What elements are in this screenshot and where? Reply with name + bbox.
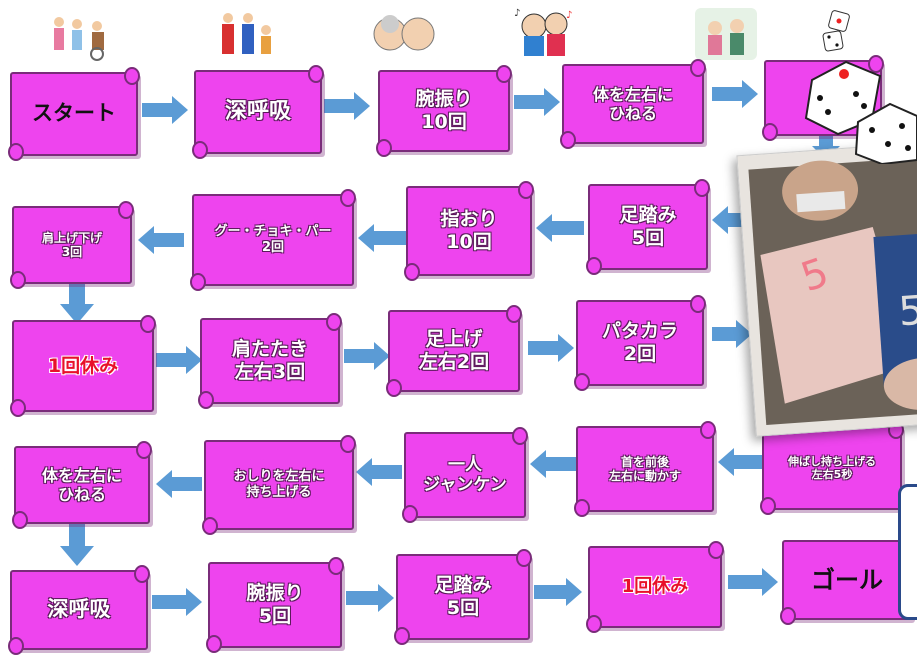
arrow-right-icon	[344, 342, 390, 370]
board-square-twist-2: 体を左右に ひねる	[12, 441, 152, 529]
arrow-down-icon	[60, 284, 94, 324]
arrow-right-icon	[156, 346, 202, 374]
arrow-left-icon	[530, 450, 576, 478]
board-square-stretch-lift: 伸ばし持ち上げる 左右5秒	[760, 421, 904, 515]
board-square-deep-breath: 深呼吸	[192, 65, 324, 159]
arrow-right-icon	[142, 96, 188, 124]
board-square-pataka-ra: パタカラ 2回	[574, 295, 706, 391]
exercise-people-icon	[222, 13, 271, 54]
arrow-left-icon	[138, 226, 184, 254]
singing-people-icon: ♪♪	[514, 8, 572, 56]
board-square-arm-swing: 腕振り 10回	[376, 65, 512, 157]
dice-icon	[804, 60, 917, 164]
arrow-right-icon	[346, 584, 394, 612]
svg-text:♪: ♪	[566, 10, 572, 21]
board-square-stepping-2: 足踏み 5回	[394, 549, 532, 645]
small-dice-icon	[822, 10, 850, 52]
board-square-rock-paper-scissors: グー・チョキ・パー 2回	[190, 189, 356, 291]
board-square-start: スタート	[8, 67, 140, 161]
board-square-leg-raise: 足上げ 左右2回	[386, 305, 522, 397]
arrow-right-icon	[534, 578, 582, 606]
board-square-goal: ゴール	[780, 535, 914, 625]
svg-text:5: 5	[897, 288, 917, 336]
board-square-arm-swing-2: 腕振り 5回	[206, 557, 344, 653]
arrow-right-icon	[528, 334, 574, 362]
arrow-right-icon	[152, 588, 202, 616]
board-square-shoulder-tap: 肩たたき 左右3回	[198, 313, 342, 409]
board-square-skip-turn-2: 1回休み	[586, 541, 724, 633]
arrow-right-icon	[712, 80, 758, 108]
arrow-left-icon	[536, 214, 584, 242]
board-square-shoulder-updown: 肩上げ下げ 3回	[10, 201, 134, 289]
stretching-people-icon	[695, 8, 757, 60]
board-square-skip-turn: 1回休み	[10, 315, 156, 417]
arrow-left-icon	[718, 448, 762, 476]
callout-box	[898, 484, 917, 620]
board-square-deep-breath-2: 深呼吸	[8, 565, 150, 655]
arrow-left-icon	[358, 224, 406, 252]
arrow-down-icon	[812, 134, 840, 160]
board-square-stepping: 足踏み 5回	[586, 179, 710, 275]
board-square-neck-move: 首を前後 左右に動かす	[574, 421, 716, 517]
arrow-right-icon	[324, 92, 370, 120]
arrow-left-icon	[356, 458, 402, 486]
elderly-couple-icon	[373, 15, 435, 51]
elderly-group-icon	[54, 17, 104, 61]
arrow-down-icon	[60, 522, 94, 566]
arrow-left-icon	[156, 470, 202, 498]
elderly-with-dice-photo: 5 5	[736, 141, 917, 437]
svg-text:♪: ♪	[514, 8, 520, 19]
board-square-finger-fold: 指おり 10回	[404, 181, 534, 281]
arrow-right-icon	[728, 568, 778, 596]
arrow-right-icon	[514, 88, 560, 116]
board-square-twist: 体を左右に ひねる	[560, 59, 706, 149]
board-square-hip-lift: おしりを左右に 持ち上げる	[202, 435, 356, 535]
arrow-right-icon	[712, 320, 752, 348]
board-square-solo-janken: 一人 ジャンケン	[402, 427, 528, 523]
